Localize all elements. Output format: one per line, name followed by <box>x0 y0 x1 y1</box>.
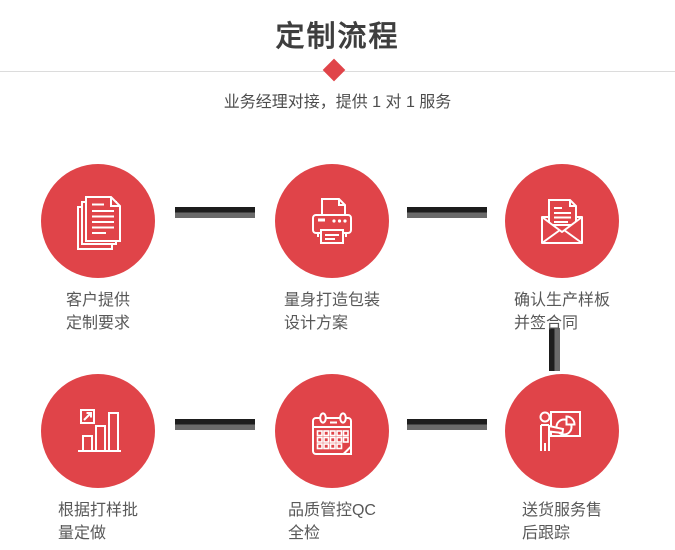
connector-step3-step6 <box>549 328 560 371</box>
page-title: 定制流程 <box>275 21 400 53</box>
step-label-6: 送货服务售后跟踪 <box>477 499 647 545</box>
step-label-4: 根据打样批量定做 <box>13 499 183 545</box>
page-subtitle: 业务经理对接，提供 1 对 1 服务 <box>223 94 452 111</box>
step-circle-2 <box>275 164 389 278</box>
envelope-icon <box>541 199 583 244</box>
step-circle-1 <box>41 164 155 278</box>
step-label-line: 量身打造包装 <box>283 292 380 309</box>
step-circle-6 <box>505 374 619 488</box>
step-label-line: 确认生产样板 <box>513 292 610 309</box>
step-circle-5 <box>275 374 389 488</box>
step-label-5: 品质管控QC 全检 <box>247 499 417 545</box>
step-label-line: 送货服务售 <box>521 502 602 519</box>
step-label-line: 后跟踪 <box>521 525 570 542</box>
step-label-3: 确认生产样板并签合同 <box>477 289 647 335</box>
connector-step1-step2 <box>175 207 255 218</box>
bar-chart-icon <box>78 409 121 452</box>
step-circle-4 <box>41 374 155 488</box>
step-circle-3 <box>505 164 619 278</box>
connector-step5-step6 <box>407 419 487 430</box>
step-label-line: 量定做 <box>57 525 106 542</box>
step-label-2: 量身打造包装设计方案 <box>247 289 417 335</box>
documents-icon <box>77 196 121 250</box>
step-label-line: 客户提供 <box>65 292 130 309</box>
step-label-line: 全检 <box>287 525 320 542</box>
calendar-icon <box>312 412 352 455</box>
step-label-line: 设计方案 <box>283 315 348 332</box>
step-label-line: 根据打样批 <box>57 502 138 519</box>
printer-icon <box>312 198 352 244</box>
connector-step4-step5 <box>175 419 255 430</box>
step-label-line: 定制要求 <box>65 315 130 332</box>
connector-step2-step3 <box>407 207 487 218</box>
diamond-icon <box>322 58 346 82</box>
step-label-1: 客户提供定制要求 <box>13 289 183 335</box>
step-label-line: 并签合同 <box>513 315 578 332</box>
presentation-icon <box>539 411 581 451</box>
step-label-line: 品质管控QC <box>287 502 376 519</box>
